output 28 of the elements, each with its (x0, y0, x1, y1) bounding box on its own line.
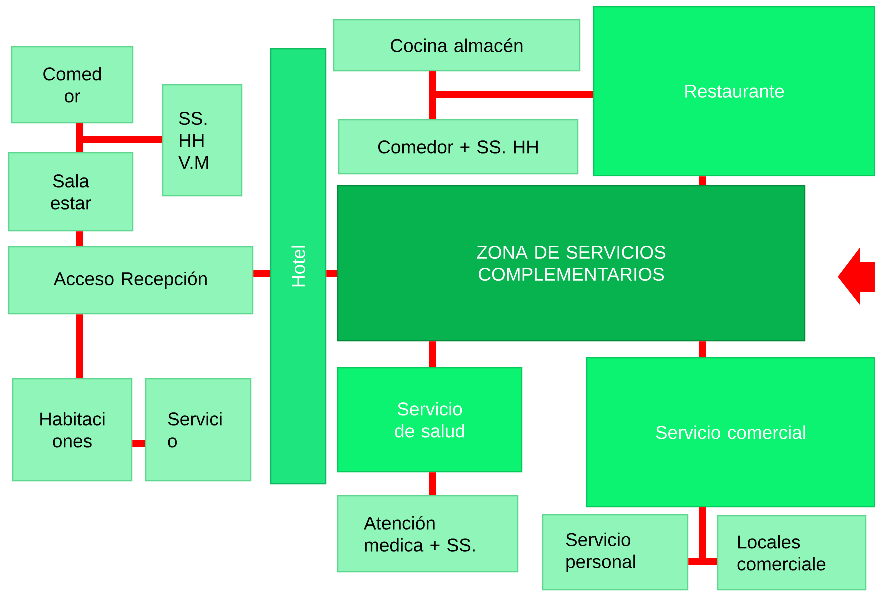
zone-box: Servicio de salud (337, 367, 523, 473)
zone-box: Restaurante (593, 6, 875, 177)
connector-line (430, 72, 594, 98)
zone-box: Atención medica + SS. (337, 495, 519, 573)
connector-line (132, 440, 146, 448)
zone-box: Sala estar (8, 152, 134, 232)
zone-box: Comed or (11, 46, 134, 124)
connector-line (430, 342, 436, 368)
connector-line (76, 314, 84, 378)
zone-box: Servici o (145, 378, 252, 482)
zone-box: ZONA DE SERVICIOS COMPLEMENTARIOS (337, 185, 806, 342)
connector-line (326, 270, 338, 278)
zone-box: Servicio comercial (586, 357, 875, 508)
connector-line (76, 124, 162, 144)
connector-line (700, 508, 718, 566)
zone-box: SS. HH V.M (162, 84, 243, 197)
connector-line (700, 342, 706, 358)
vertical-bar: Hotel (270, 48, 327, 485)
zone-box: Acceso Recepción (8, 246, 254, 315)
zone-box: Servicio personal (542, 514, 689, 591)
zone-box: Locales comerciale (717, 515, 867, 591)
zone-box: Cocina almacén (333, 19, 581, 72)
connector-line (76, 232, 84, 246)
zone-box: Habitaci ones (12, 378, 133, 482)
connector-line (430, 472, 436, 496)
connector-line (254, 270, 270, 278)
connector-line (700, 176, 706, 186)
zone-box: Comedor + SS. HH (338, 119, 579, 175)
